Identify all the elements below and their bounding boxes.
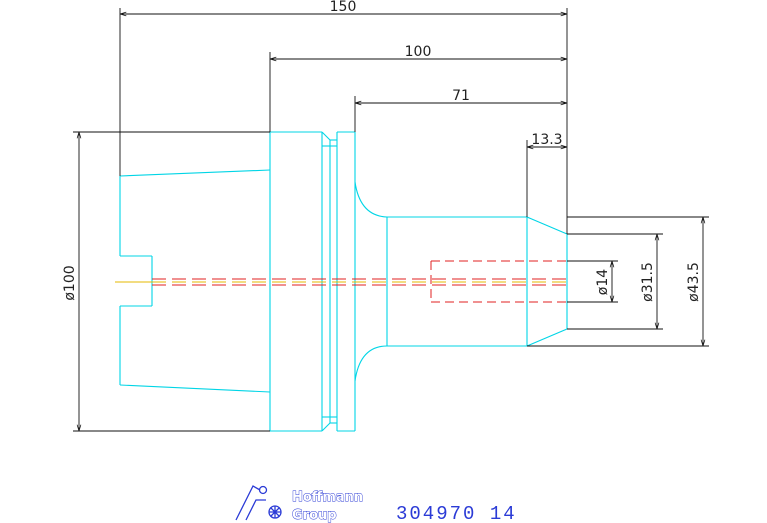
dim-150-label: 150 [330, 0, 357, 15]
brand-name-line2: Group [292, 508, 337, 523]
part-number: 304970 14 [396, 503, 517, 523]
dimension-lines [73, 8, 709, 432]
nose-cone [526, 216, 568, 347]
hoffmann-climber-logo-icon [235, 485, 282, 521]
brand-name-line1: Hoffmann [292, 490, 363, 505]
centerlines [115, 260, 567, 303]
taper-body [119, 169, 271, 393]
dim-100-label: 100 [405, 44, 432, 60]
dim-diameter-31-5-label: ø31.5 [640, 262, 656, 302]
bore-hidden-lines [430, 260, 567, 303]
dim-diameter-43-5-label: ø43.5 [686, 262, 702, 302]
shank [354, 181, 528, 382]
dim-diameter-100-label: ø100 [62, 265, 78, 300]
dim-13-3-label: 13.3 [531, 132, 562, 148]
hoffmann-logo: Hoffmann Group [235, 485, 364, 523]
dim-diameter-14-label: ø14 [595, 269, 611, 295]
dim-71-label: 71 [452, 88, 470, 104]
